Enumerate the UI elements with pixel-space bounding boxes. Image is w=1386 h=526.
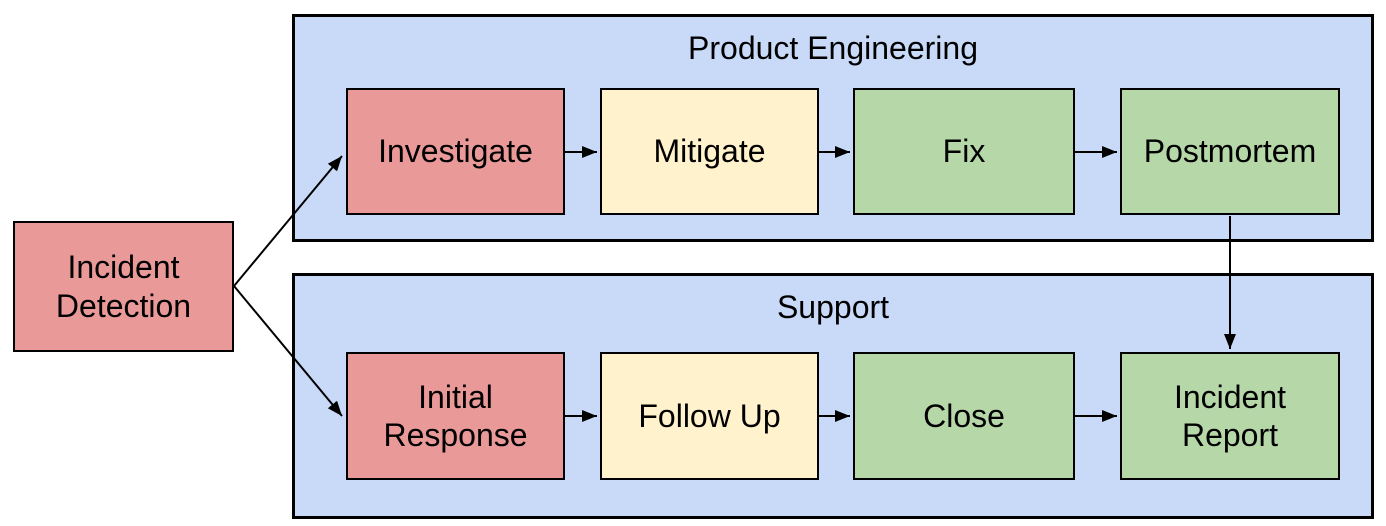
node-initial-response-label: Initial Response — [383, 378, 528, 453]
node-fix-label: Fix — [942, 133, 986, 170]
lane-product-engineering: Product Engineering Investigate Mitigate… — [292, 14, 1374, 242]
node-incident-detection-label: Incident Detection — [55, 249, 192, 324]
node-investigate-label: Investigate — [378, 133, 533, 170]
node-postmortem: Postmortem — [1120, 88, 1340, 215]
node-mitigate: Mitigate — [600, 88, 819, 215]
node-incident-report-label: Incident Report — [1173, 378, 1287, 453]
lane-support: Support Initial Response Follow Up Close… — [292, 273, 1374, 519]
node-postmortem-label: Postmortem — [1143, 133, 1317, 170]
node-close: Close — [853, 352, 1075, 480]
node-mitigate-label: Mitigate — [653, 133, 766, 170]
node-follow-up-label: Follow Up — [638, 397, 781, 434]
node-investigate: Investigate — [346, 88, 565, 215]
node-initial-response: Initial Response — [346, 352, 565, 480]
lane-support-title: Support — [776, 289, 890, 325]
node-close-label: Close — [923, 397, 1005, 434]
node-incident-report: Incident Report — [1120, 352, 1340, 480]
node-follow-up: Follow Up — [600, 352, 819, 480]
node-incident-detection: Incident Detection — [13, 221, 234, 352]
node-fix: Fix — [853, 88, 1075, 215]
lane-product-engineering-title: Product Engineering — [688, 30, 978, 66]
